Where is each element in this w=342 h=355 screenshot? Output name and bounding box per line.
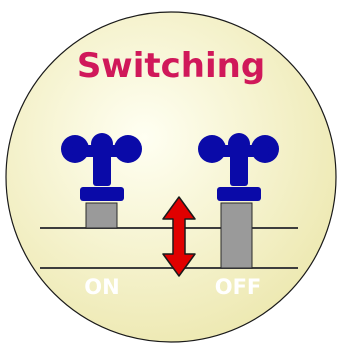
right-valve [198,133,279,269]
left-valve [61,133,142,229]
double-arrow-vertical-icon [162,196,196,277]
left-stem [85,202,118,229]
background-circle [5,11,337,343]
valve-handle-icon [61,133,142,201]
horizontal-lines [40,227,298,269]
valve-handle-icon [198,133,279,201]
diagram-title: Switching [77,46,265,86]
right-stem [220,202,253,269]
on-label: ON [84,275,119,299]
off-label: OFF [215,275,262,299]
